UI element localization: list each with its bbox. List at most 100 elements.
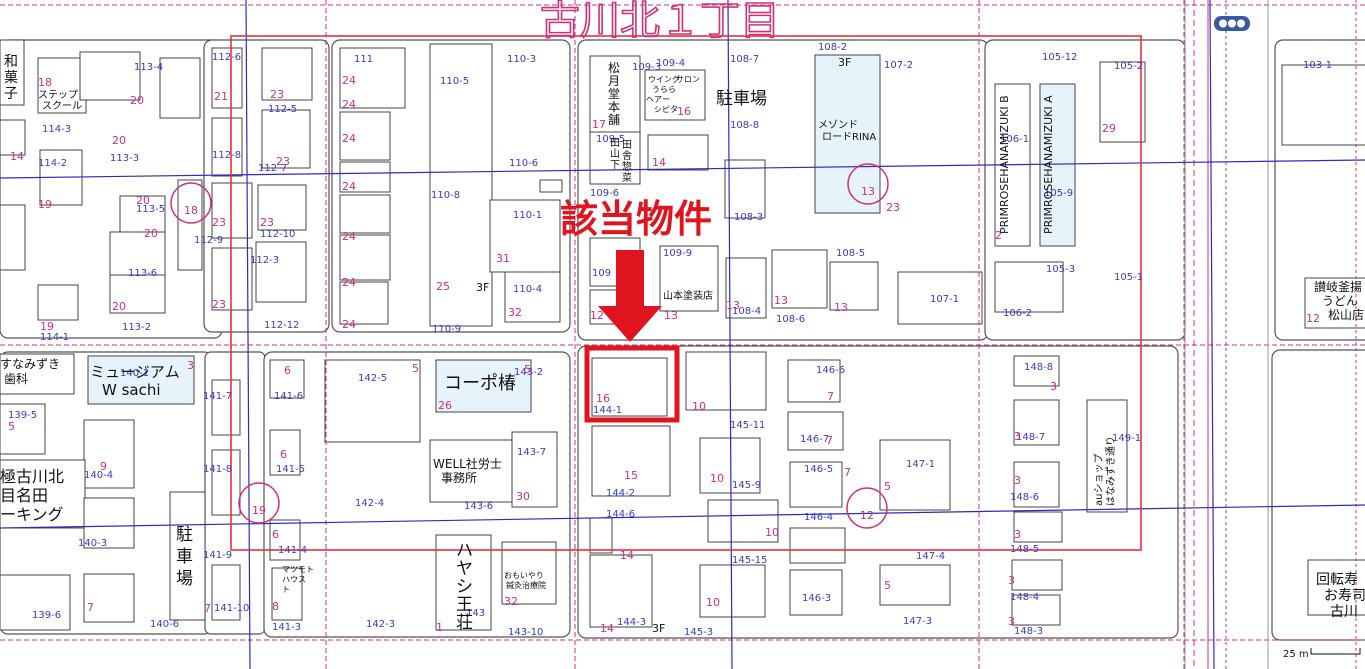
parcel-label: 139-5 — [8, 410, 37, 421]
parcel-label: 144-6 — [606, 509, 635, 520]
parcel-label: 147-3 — [903, 616, 932, 627]
lot-label: 3 — [1008, 615, 1015, 628]
building-matsuzuki: 松月堂本舗 — [608, 61, 620, 127]
lot-label: 23 — [270, 88, 284, 101]
parcel-label: 141-7 — [203, 391, 232, 402]
lot-label: 31 — [496, 252, 510, 265]
parcel-label: 105-9 — [1044, 188, 1073, 199]
parcel-label: 109-6 — [590, 188, 619, 199]
parcel-label: 109-4 — [656, 58, 685, 69]
parcel-label: 114-1 — [40, 332, 69, 343]
building-primrose-b: PRIMROSEHANAMIZUKI B — [998, 95, 1011, 234]
floor-label: 3F — [476, 281, 489, 294]
parcel-label: 141-8 — [203, 464, 232, 475]
lot-label: 13 — [774, 294, 788, 307]
lot-label: 10 — [692, 400, 706, 413]
parcel-label: 108-3 — [734, 212, 763, 223]
lot-label: 6 — [284, 364, 291, 377]
lot-label: 16 — [596, 392, 610, 405]
parcel-label: 112-6 — [212, 52, 241, 63]
lot-label: 23 — [260, 216, 274, 229]
parcel-label: 142-4 — [355, 498, 384, 509]
building-kaiten-sushi: 回転寿お寿司古川 — [1316, 571, 1365, 620]
parcel-label: 108-8 — [730, 120, 759, 131]
parcel-label: 144-3 — [617, 617, 646, 628]
parcel-label: 109-5 — [596, 134, 625, 145]
parcel-label: 145-11 — [730, 420, 765, 431]
lot-label: 26 — [438, 399, 452, 412]
parcel-label: 140-4 — [84, 470, 113, 481]
parcel-label: 148-7 — [1016, 432, 1045, 443]
highlight-area — [230, 35, 1142, 551]
building-yamamoto-paint: 山本塗装店 — [663, 289, 713, 302]
parcel-label: 113-6 — [128, 268, 157, 279]
lot-label: 8 — [272, 600, 279, 613]
parcel-label: 141-10 — [214, 603, 249, 614]
parcel-label: 114-3 — [42, 124, 71, 135]
lot-label: 2 — [995, 229, 1002, 242]
parcel-label: 148-4 — [1010, 592, 1039, 603]
lot-label: 20 — [130, 94, 144, 107]
lot-label: 6 — [272, 528, 279, 541]
lot-label: 10 — [765, 526, 779, 539]
lot-label: 3 — [1008, 574, 1015, 587]
lot-label: 32 — [504, 595, 518, 608]
parcel-label: 106-2 — [1003, 308, 1032, 319]
parcel-label: 113-2 — [122, 322, 151, 333]
lot-label: 30 — [516, 490, 530, 503]
parcel-label: 141-5 — [276, 464, 305, 475]
parcel-label: 147-4 — [916, 551, 945, 562]
lot-label: 7 — [87, 601, 94, 614]
parcel-label: 148-5 — [1010, 544, 1039, 555]
building-primrose-a: PRIMROSEHANAMIZUKI A — [1042, 95, 1055, 234]
parcel-label: 113-5 — [136, 204, 165, 215]
parcel-label: 148-6 — [1010, 492, 1039, 503]
scale-label: 25 m — [1283, 649, 1309, 660]
parcel-label: 145-9 — [732, 480, 761, 491]
lot-label: 19 — [40, 320, 54, 333]
lot-label: 12 — [1306, 312, 1320, 325]
lot-label: 10 — [710, 472, 724, 485]
parcel-label: 105-12 — [1042, 52, 1077, 63]
lot-label: 13 — [834, 301, 848, 314]
lot-label: 13 — [664, 309, 678, 322]
lot-label: 5 — [884, 480, 891, 493]
lot-label: 5 — [524, 363, 531, 376]
parcel-label: 114-2 — [38, 158, 67, 169]
target-arrow-icon — [598, 250, 662, 342]
lot-label: 24 — [342, 276, 356, 289]
lot-label: 5 — [8, 420, 15, 433]
parcel-label: 108-6 — [776, 314, 805, 325]
building-coop-tsubaki: コーポ椿 — [444, 373, 516, 394]
parcel-label: 143-2 — [514, 367, 543, 378]
block-number-13: 13 — [861, 185, 875, 198]
lot-label: 14 — [620, 549, 634, 562]
building-matsumoto-house: マツモトハウスト — [282, 565, 314, 594]
lot-label: 7 — [844, 466, 851, 479]
parcel-label: 108-5 — [836, 248, 865, 259]
parcel-label: 113-4 — [134, 62, 163, 73]
lot-label: 23 — [276, 155, 290, 168]
parcel-label: 112-10 — [260, 229, 295, 240]
building-salon: ウイングサロンうららヘアーシピタ — [646, 74, 700, 114]
lot-label: 1 — [436, 621, 443, 634]
building-parking-1: 駐車場 — [716, 89, 767, 109]
lot-label: 19 — [38, 198, 52, 211]
parcel-label: 110-5 — [440, 76, 469, 87]
lot-label: 10 — [706, 596, 720, 609]
parcel-label: 143 — [466, 608, 485, 619]
parcel-label: 109-9 — [663, 248, 692, 259]
lot-label: 23 — [212, 216, 226, 229]
bus-stop-icon[interactable] — [1214, 16, 1250, 31]
parcel-label: 145-3 — [684, 627, 713, 638]
parcel-label: 141-9 — [203, 550, 232, 561]
parcel-label: 109 — [592, 268, 611, 279]
lot-label: 20 — [112, 134, 126, 147]
target-property-frame[interactable] — [584, 345, 680, 423]
parcel-label: 146-7 — [800, 434, 829, 445]
parcel-label: 141-4 — [278, 545, 307, 556]
